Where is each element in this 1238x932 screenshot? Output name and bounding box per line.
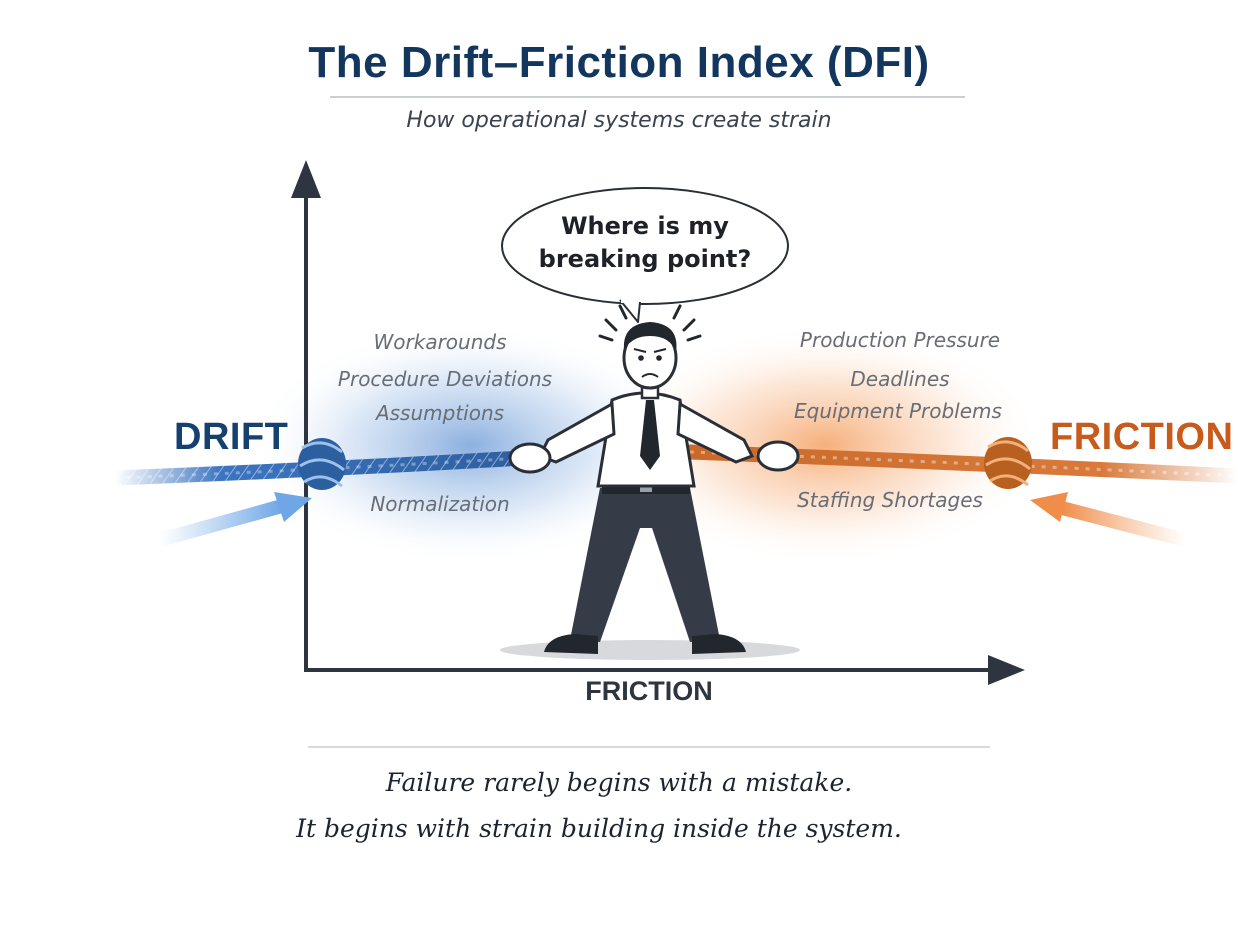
friction-label: FRICTION [1050, 416, 1234, 458]
knot-icon [984, 437, 1032, 489]
footer-line-1: Failure rarely begins with a mistake. [385, 768, 853, 797]
friction-force-arrow [1030, 492, 1192, 547]
axes [291, 160, 1025, 685]
page-subtitle: How operational systems create strain [406, 108, 832, 133]
knot-icon [298, 438, 346, 490]
y-axis-arrowhead [291, 160, 321, 198]
x-axis-arrowhead [988, 655, 1025, 685]
speech-bubble-text: Where is my breaking point? [510, 210, 780, 276]
friction-factor-staffing-shortages: Staffing Shortages [797, 488, 983, 512]
drift-force-arrow [153, 492, 312, 547]
friction-factor-production-pressure: Production Pressure [799, 328, 1001, 352]
drift-cloud [250, 325, 690, 565]
page-title: The Drift–Friction Index (DFI) [308, 38, 930, 87]
drift-factor-normalization: Normalization [370, 492, 510, 516]
friction-cloud [605, 325, 1045, 565]
friction-factor-deadlines: Deadlines [850, 367, 950, 391]
footer-line-2: It begins with strain building inside th… [296, 814, 902, 843]
friction-factor-equipment-problems: Equipment Problems [794, 399, 1002, 423]
drift-factor-procedure-deviations: Procedure Deviations [337, 367, 553, 391]
drift-factor-assumptions: Assumptions [375, 401, 505, 425]
speech-line-1: Where is my [561, 212, 729, 240]
stressed-person-icon [508, 304, 800, 654]
drift-factor-workarounds: Workarounds [373, 330, 507, 354]
drift-label: DRIFT [174, 416, 289, 458]
x-axis-label: FRICTION [585, 676, 713, 706]
speech-bubble [501, 187, 789, 323]
speech-line-2: breaking point? [538, 245, 752, 273]
